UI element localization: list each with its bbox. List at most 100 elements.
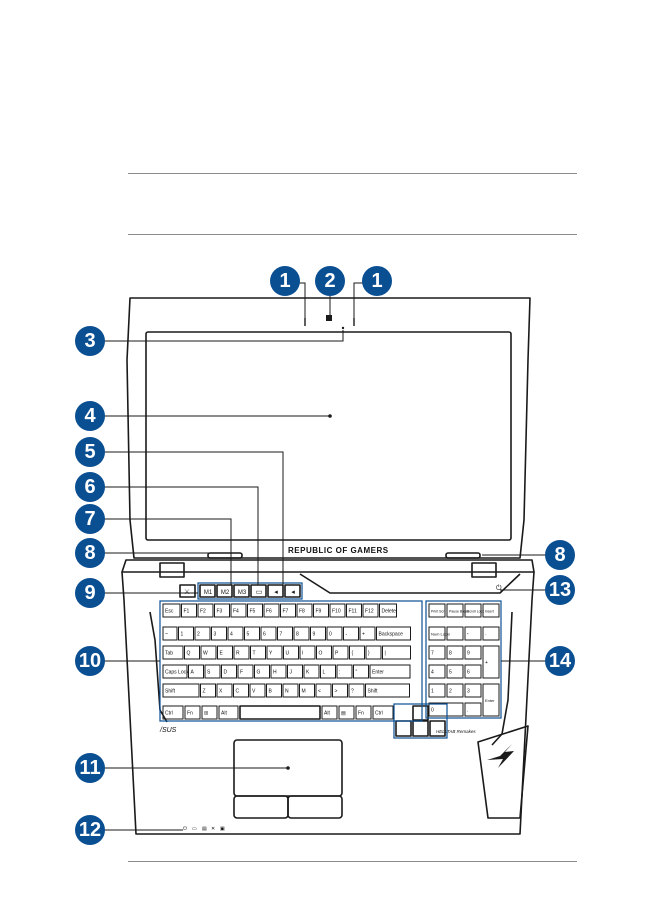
shift-4-key-label: V (252, 689, 256, 695)
status-indicators: ⏻ ▭ ▤ ✕ ▣ (183, 826, 225, 832)
record-key-icon: ▭ (256, 589, 263, 596)
num-0-key-label: ~ (165, 632, 168, 638)
callout-9-rog-key: 9 (75, 578, 105, 608)
num-1-key (178, 626, 194, 641)
arrows-highlight (393, 703, 448, 739)
space-row-windows-key-label: ⊞ (204, 711, 208, 717)
top-5-key-label: T (253, 651, 256, 657)
touchpad-left-button (233, 795, 289, 819)
fn-11-key (346, 603, 362, 618)
num-4-key (227, 626, 244, 641)
space-row-windows-key (201, 705, 218, 720)
fn-4-key-label: F4 (233, 609, 239, 615)
shift-9-key (332, 683, 348, 698)
callout-4-display: 4 (75, 401, 105, 431)
np-123-0-key (428, 683, 446, 698)
fn-7-key (280, 603, 296, 618)
num-10-key (326, 626, 343, 641)
hotkeys-highlight (197, 582, 303, 600)
arrow-down-key (412, 720, 429, 737)
shift-6-key-label: N (285, 689, 289, 695)
np-op-0-key-label: Num Lock (431, 632, 449, 637)
home-5-key-label: G (257, 670, 261, 676)
top-7-key-label: U (286, 651, 290, 657)
shift-5-key-label: B (269, 689, 273, 695)
m2-key (216, 584, 233, 598)
base-outline (121, 571, 535, 835)
camera-indicator (341, 326, 345, 330)
space-row-menu-key (338, 705, 355, 720)
np-789-1-key-label: 8 (449, 651, 452, 657)
top-4-key-label: R (236, 651, 240, 657)
top-7-key (283, 645, 299, 660)
rear-panel (299, 573, 521, 594)
top-9-key-label: O (319, 651, 323, 657)
callout-2-webcam: 2 (315, 266, 345, 296)
shift-8-key (315, 683, 332, 698)
fn-4-key (230, 603, 247, 618)
top-13-key-label: | (385, 651, 386, 657)
np-enter-key (482, 683, 500, 717)
shift-2-key (216, 683, 233, 698)
top-0-key-label: Tab (165, 651, 173, 657)
rog-logo-plate (477, 725, 529, 819)
np-top-3-key (482, 603, 500, 618)
space-row-fn-left-key-label: Fn (187, 711, 193, 717)
shift-1-key-label: Z (203, 689, 206, 695)
top-6-key-label: Y (269, 651, 273, 657)
home-12-key (369, 664, 411, 679)
space-row-fn-right-key (355, 705, 372, 720)
num-1-key-label: 1 (181, 632, 184, 638)
fn-1-key-label: F1 (184, 609, 190, 615)
home-11-key-label: " (356, 670, 358, 676)
home-11-key (353, 664, 369, 679)
space-row-ctrl-right-key (372, 705, 394, 720)
num-9-key (310, 626, 326, 641)
mute-key-icon: ◂ (291, 589, 295, 596)
shift-0-key (162, 683, 200, 698)
np-top-3-key-label: Insert (485, 610, 494, 614)
battery-indicator-icon: ▭ (192, 826, 197, 832)
callout-8-left-speaker: 8 (75, 538, 105, 568)
callout-12-status-indicators: 12 (75, 815, 105, 845)
top-1-key (184, 645, 200, 660)
volume-key-icon: ◂ (274, 589, 278, 596)
shift-8-key-label: < (318, 689, 321, 695)
space-row-ctrl-left-key-label: Ctrl (165, 711, 173, 717)
lock-indicator-icon: ▣ (220, 826, 225, 832)
top-8-key-label: I (302, 651, 303, 657)
shift-7-key-label: M (302, 689, 306, 695)
right-trim (491, 611, 513, 746)
home-12-key-label: Enter (372, 670, 384, 676)
np-456-1-key-label: 5 (449, 670, 452, 676)
top-3-key-label: E (220, 651, 224, 657)
lid-outline (126, 297, 531, 559)
shift-4-key (249, 683, 266, 698)
top-3-key (217, 645, 233, 660)
np-top-2-key-label: Scroll Lock (467, 610, 484, 614)
np-456-0-key-label: 4 (431, 670, 434, 676)
fn-0-key (162, 603, 181, 618)
np-op-0-key (428, 626, 446, 641)
fn-12-key (362, 603, 379, 618)
fn-12-key-label: F12 (365, 609, 374, 615)
shift-10-key-label: ? (351, 689, 354, 695)
np-123-0-key-label: 1 (431, 689, 434, 695)
space-row-menu-key-label: ▤ (341, 711, 346, 717)
home-2-key-label: S (207, 670, 211, 676)
num-12-key-label: + (362, 632, 365, 638)
fn-9-key (313, 603, 329, 618)
num-13-key-label: Backspace (379, 632, 404, 638)
home-6-key (270, 664, 287, 679)
top-12-key-label: } (368, 651, 370, 657)
arrow-up-key (412, 705, 429, 721)
np-enter-key-label: Enter (485, 698, 495, 703)
callout-5-mute-key: 5 (75, 437, 105, 467)
space-row-alt-right-key (321, 705, 338, 720)
num-5-key (244, 626, 260, 641)
top-10-key (332, 645, 349, 660)
numpad-highlight (425, 600, 502, 719)
top-11-key (349, 645, 365, 660)
num-8-key (293, 626, 310, 641)
